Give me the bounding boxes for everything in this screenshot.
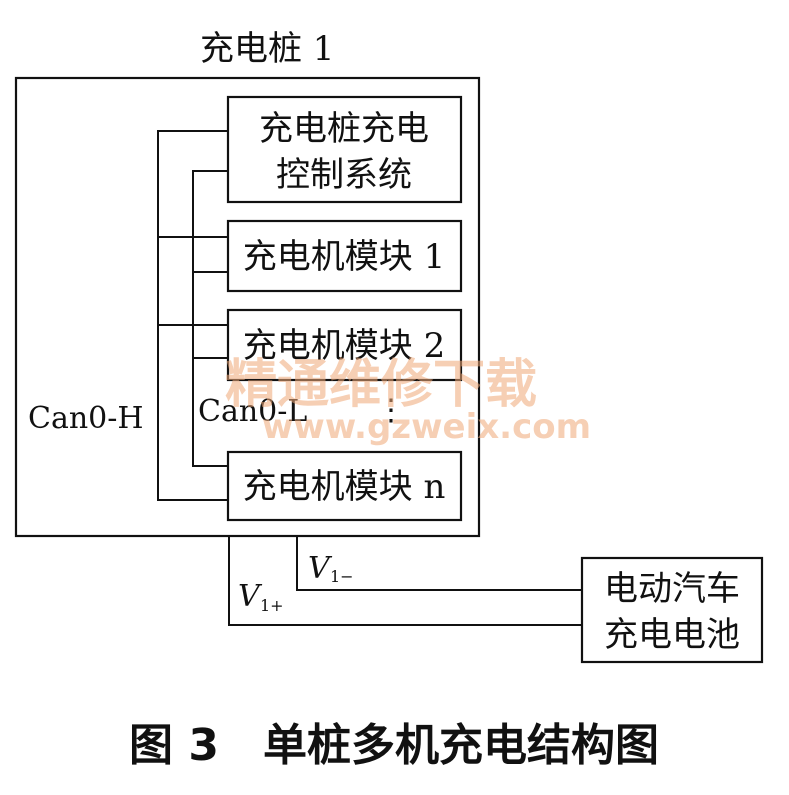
can-h-bus-line — [157, 130, 228, 501]
module-label-n: 充电机模块 n — [243, 467, 446, 507]
v-minus-line — [296, 536, 582, 591]
can-h-label: Can0-H — [28, 401, 144, 436]
module-ellipsis: ⋮ — [376, 393, 406, 428]
control-system-label-2: 控制系统 — [276, 155, 412, 195]
battery-label-1: 电动汽车 — [604, 569, 740, 609]
charging-pile-box — [14, 76, 481, 538]
battery-box — [580, 556, 764, 664]
v-plus-subscript: 1+ — [260, 596, 284, 615]
watermark-text: 精通维修下载 — [225, 355, 537, 415]
module-box-1 — [226, 219, 463, 293]
module-box-n — [226, 450, 463, 522]
control-system-label-1: 充电桩充电 — [259, 109, 429, 149]
can-l-label: Can0-L — [198, 394, 307, 429]
battery-label-2: 充电电池 — [604, 615, 740, 655]
v-minus-subscript: 1− — [330, 567, 354, 586]
control-system-box — [226, 95, 463, 204]
can-l-bus-line — [192, 170, 228, 467]
charging-pile-title: 充电桩 1 — [200, 29, 334, 69]
v-minus-label: V — [308, 551, 333, 586]
v-plus-label: V — [238, 579, 263, 614]
module-label-1: 充电机模块 1 — [243, 237, 445, 277]
v-plus-line — [228, 536, 582, 626]
module-box-2 — [226, 308, 463, 382]
module-label-2: 充电机模块 2 — [243, 326, 445, 366]
figure-caption: 图 3 单桩多机充电结构图 — [129, 720, 659, 771]
watermark-url: www.gzweix.com — [262, 407, 591, 447]
